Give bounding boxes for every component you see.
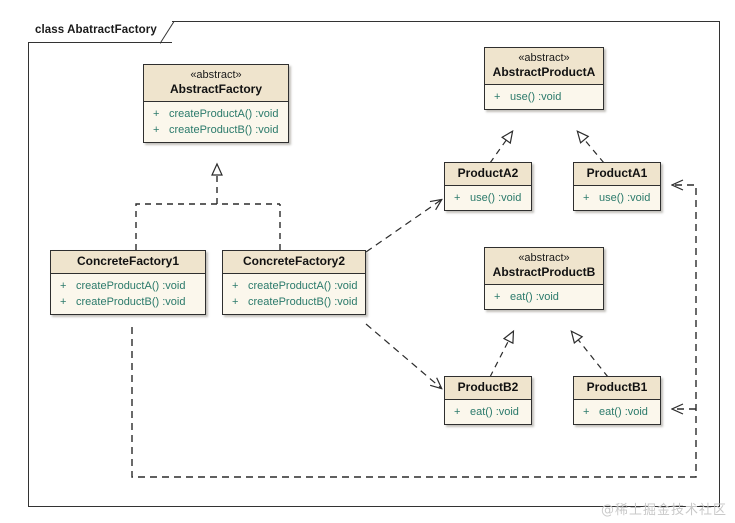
watermark-text: @稀土掘金技术社区 [600, 503, 727, 518]
member-type: :void [334, 296, 358, 308]
visibility-marker: + [583, 406, 590, 418]
member-name: use() [599, 192, 625, 204]
class-stereotype: «abstract» [518, 52, 570, 64]
class-name: ConcreteFactory2 [242, 254, 346, 268]
visibility-marker: + [583, 192, 590, 204]
class-members-abstract-factory: + createProductA() :void + createProductB(… [144, 102, 288, 142]
member-type: :void [255, 124, 279, 136]
member-type: :void [498, 192, 522, 204]
class-member: + eat() :void [445, 404, 531, 420]
class-header-abstract-product-b: «abstract» AbstractProductB [485, 248, 603, 285]
class-name: AbstractProductA [492, 65, 596, 79]
member-name: eat() [470, 406, 493, 418]
class-box-concrete-factory1[interactable]: ConcreteFactory1 + createProductA() :void… [50, 250, 206, 315]
visibility-marker: + [153, 108, 160, 120]
diagram-title: class AbatractFactory [35, 24, 157, 36]
diagram-frame-tab [28, 21, 172, 43]
class-name: ProductA2 [457, 166, 519, 180]
member-type: :void [334, 280, 358, 292]
member-name: use() [510, 91, 536, 103]
class-box-abstract-factory[interactable]: «abstract» AbstractFactory + createProduc… [143, 64, 289, 143]
class-box-abstract-product-a[interactable]: «abstract» AbstractProductA + use() :void [484, 47, 604, 110]
member-name: eat() [599, 406, 622, 418]
visibility-marker: + [60, 280, 67, 292]
class-members-abstract-product-b: + eat() :void [485, 285, 603, 309]
class-member: + createProductB() :void [223, 294, 365, 310]
diagram-frame [28, 21, 720, 507]
member-name: createProductA() [248, 280, 332, 292]
member-name: createProductB() [76, 296, 160, 308]
class-member: + eat() :void [485, 289, 603, 305]
class-header-abstract-product-a: «abstract» AbstractProductA [485, 48, 603, 85]
visibility-marker: + [153, 124, 160, 136]
class-member: + use() :void [485, 89, 603, 105]
class-header-product-a2: ProductA2 [445, 163, 531, 186]
class-header-product-b2: ProductB2 [445, 377, 531, 400]
member-name: createProductB() [248, 296, 332, 308]
class-members-product-a2: + use() :void [445, 186, 531, 210]
visibility-marker: + [232, 296, 239, 308]
class-member: + createProductA() :void [51, 278, 205, 294]
class-members-concrete-factory2: + createProductA() :void + createProductB(… [223, 274, 365, 314]
visibility-marker: + [60, 296, 67, 308]
member-type: :void [624, 406, 648, 418]
class-name: ProductB2 [457, 380, 519, 394]
class-name: ProductA1 [586, 166, 648, 180]
class-header-abstract-factory: «abstract» AbstractFactory [144, 65, 288, 102]
member-name: createProductA() [169, 108, 253, 120]
class-member: + createProductB() :void [144, 122, 288, 138]
class-header-concrete-factory2: ConcreteFactory2 [223, 251, 365, 274]
member-type: :void [162, 296, 186, 308]
member-type: :void [255, 108, 279, 120]
class-box-product-b2[interactable]: ProductB2 + eat() :void [444, 376, 532, 425]
member-name: createProductB() [169, 124, 253, 136]
visibility-marker: + [494, 91, 501, 103]
class-header-product-b1: ProductB1 [574, 377, 660, 400]
class-members-product-b2: + eat() :void [445, 400, 531, 424]
member-type: :void [495, 406, 519, 418]
class-stereotype: «abstract» [190, 69, 242, 81]
diagram-frame-tab-slash [160, 21, 175, 44]
member-type: :void [627, 192, 651, 204]
class-member: + createProductB() :void [51, 294, 205, 310]
class-box-product-b1[interactable]: ProductB1 + eat() :void [573, 376, 661, 425]
class-members-product-a1: + use() :void [574, 186, 660, 210]
visibility-marker: + [454, 406, 461, 418]
member-name: use() [470, 192, 496, 204]
class-name: ProductB1 [586, 380, 648, 394]
class-box-concrete-factory2[interactable]: ConcreteFactory2 + createProductA() :void… [222, 250, 366, 315]
class-members-concrete-factory1: + createProductA() :void + createProductB(… [51, 274, 205, 314]
member-type: :void [162, 280, 186, 292]
class-member: + use() :void [445, 190, 531, 206]
class-name: ConcreteFactory1 [76, 254, 180, 268]
member-name: createProductA() [76, 280, 160, 292]
class-box-abstract-product-b[interactable]: «abstract» AbstractProductB + eat() :void [484, 247, 604, 310]
class-member: + eat() :void [574, 404, 660, 420]
visibility-marker: + [232, 280, 239, 292]
member-name: eat() [510, 291, 533, 303]
class-members-product-b1: + eat() :void [574, 400, 660, 424]
class-name: AbstractFactory [169, 82, 263, 96]
visibility-marker: + [454, 192, 461, 204]
class-header-concrete-factory1: ConcreteFactory1 [51, 251, 205, 274]
class-members-abstract-product-a: + use() :void [485, 85, 603, 109]
class-box-product-a1[interactable]: ProductA1 + use() :void [573, 162, 661, 211]
class-name: AbstractProductB [492, 265, 596, 279]
class-stereotype: «abstract» [518, 252, 570, 264]
class-member: + createProductA() :void [144, 106, 288, 122]
member-type: :void [535, 291, 559, 303]
visibility-marker: + [494, 291, 501, 303]
member-type: :void [538, 91, 562, 103]
class-header-product-a1: ProductA1 [574, 163, 660, 186]
class-member: + use() :void [574, 190, 660, 206]
class-box-product-a2[interactable]: ProductA2 + use() :void [444, 162, 532, 211]
class-member: + createProductA() :void [223, 278, 365, 294]
